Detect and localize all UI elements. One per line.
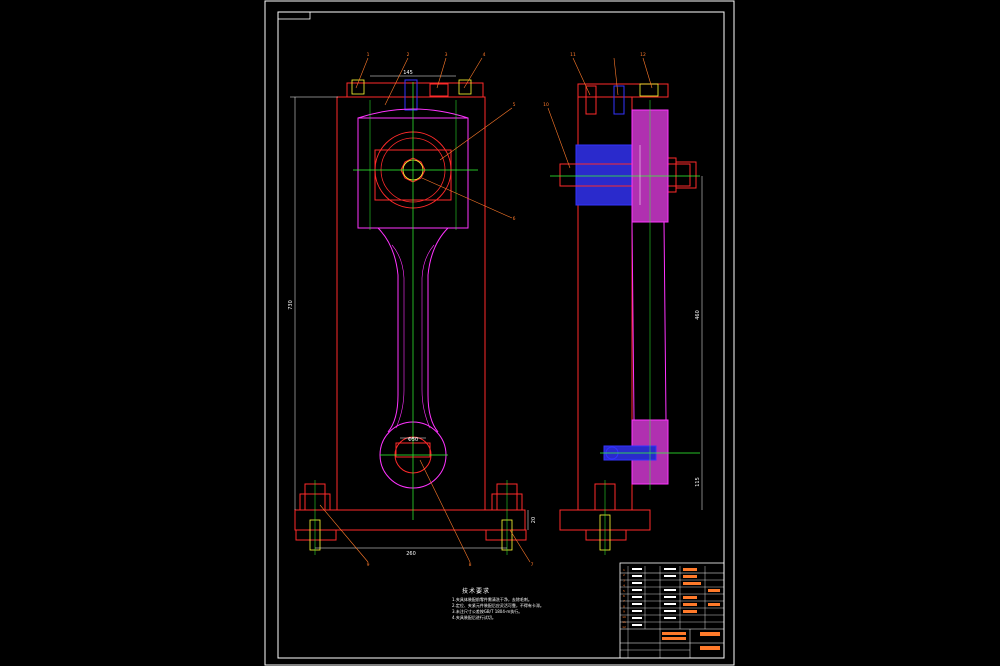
balloon-6: 6 [513,216,516,222]
side-view [547,57,703,555]
title-block-row-number: 5 [623,589,625,593]
balloon-5: 5 [513,102,516,108]
corner-tag [277,11,311,20]
balloon-1: 1 [367,52,370,58]
base-plate [294,509,526,531]
title-block-row-number: 2 [623,573,625,577]
tech-note-3: 3.未注尺寸公差按GB/T 1804-m执行。 [452,609,523,614]
title-block-row-number: 3 [623,578,625,582]
title-block-row-number: 11 [622,620,626,624]
dim-top-width: 145 [403,70,413,76]
balloon-12: 12 [640,52,646,58]
balloon-8: 8 [469,562,472,568]
dim-base-height: 20 [531,517,537,523]
balloon-10: 10 [543,102,549,108]
top-plate [346,82,484,98]
balloon-4: 4 [483,52,486,58]
inner-border [277,11,725,659]
balloon-11: 11 [570,52,576,58]
balloon-9: 9 [367,562,370,568]
dim-right-bottom: 115 [695,477,701,487]
outer-border [264,0,735,666]
balloon-3: 3 [445,52,448,58]
title-block-row-number: 9 [623,610,625,614]
tech-notes-title: 技术要求 [462,588,491,595]
title-block-row-number: 6 [623,594,625,598]
title-block-row-number: 7 [623,599,625,603]
title-block-row-number: 8 [623,604,625,608]
balloon-7: 7 [531,562,534,568]
tech-note-1: 1.夹具体装配前零件需清洗干净，去除毛刺。 [452,597,532,602]
title-block-row-number: 12 [622,625,626,629]
title-block-row-number: 4 [623,584,625,588]
dim-left-height: 730 [288,300,294,310]
title-block-row-number: 1 [623,568,625,572]
dim-base-span: 260 [406,551,416,557]
tech-note-4: 4.夹具装配后进行试切。 [452,615,496,620]
balloon-2: 2 [407,52,410,58]
title-block-row-number: 10 [622,615,626,619]
dim-small-bore: Φ50 [408,437,418,443]
dim-right-height: 460 [695,310,701,320]
title-block [619,562,725,659]
tech-note-2: 2.定位、夹紧元件装配后应灵活可靠，不得有卡滞。 [452,603,544,608]
front-view [290,57,531,563]
